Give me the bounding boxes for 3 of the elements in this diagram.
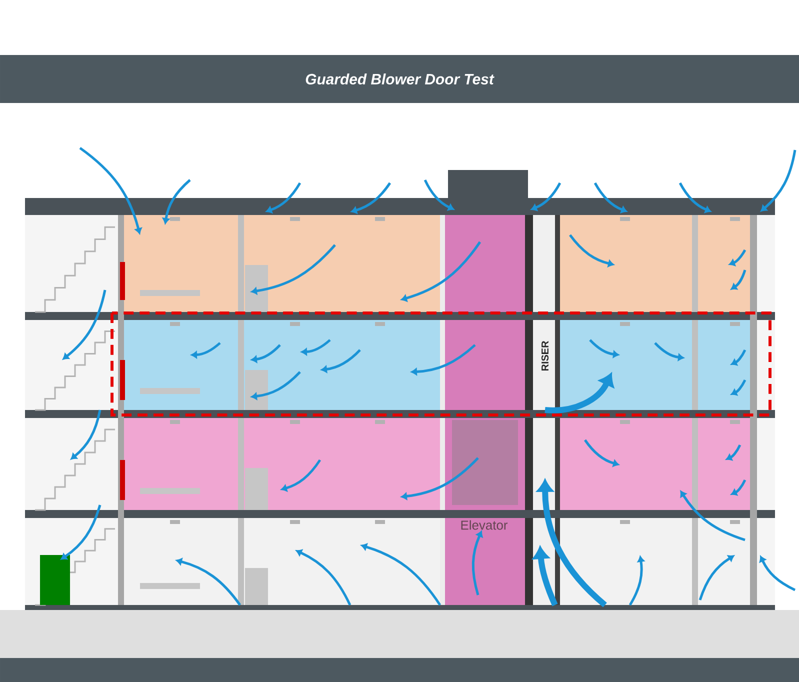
shaft-label: Elevator (461, 520, 508, 530)
shaft-label: RISER (541, 340, 549, 371)
title-bar: Guarded Blower Door Test (0, 55, 799, 103)
